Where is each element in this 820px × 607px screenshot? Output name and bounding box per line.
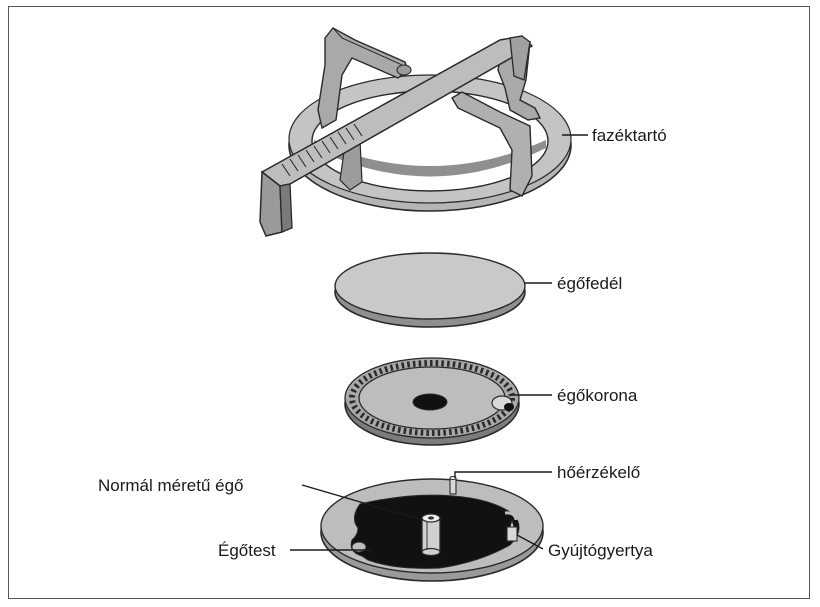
label-burner-crown: égőkorona (557, 386, 638, 405)
label-burner-body: Égőtest (218, 541, 276, 560)
label-burner-cap: égőfedél (557, 274, 622, 293)
leader-line (455, 472, 552, 478)
label-normal-burner: Normál méretű égő (98, 476, 244, 495)
burner-cap (335, 253, 525, 327)
burner-crown (345, 358, 519, 445)
label-pot-support: fazéktartó (592, 126, 667, 145)
burner-body (321, 477, 543, 582)
pot-support (260, 28, 571, 236)
label-thermocouple: hőérzékelő (557, 463, 640, 482)
label-igniter: Gyújtógyertya (548, 541, 653, 560)
